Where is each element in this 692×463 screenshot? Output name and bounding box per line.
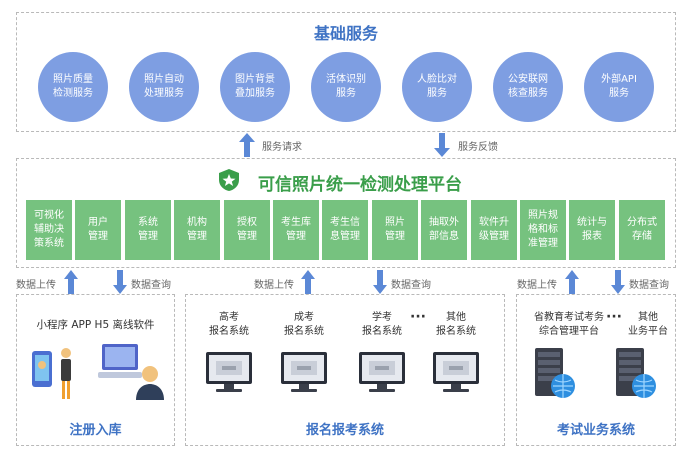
signup-ellipsis: ··· [410, 309, 426, 325]
service-circle: 照片自动 处理服务 [129, 52, 199, 122]
module-box: 抽取外 部信息 [421, 200, 467, 260]
module-box: 统计与 报表 [569, 200, 615, 260]
signup-system-label: 高考 报名系统 [209, 312, 249, 337]
register-upload-arrow [64, 270, 78, 294]
monitor-icon [279, 350, 329, 394]
server-icon [616, 348, 656, 398]
exam-upload-arrow [565, 270, 579, 294]
platform-panel [16, 158, 676, 268]
module-box: 考生信 息管理 [322, 200, 368, 260]
register-query-label: 数据查询 [131, 280, 171, 291]
signup-panel [185, 294, 505, 446]
register-panel [16, 294, 175, 446]
exam-upload-label: 数据上传 [517, 280, 557, 291]
signup-upload-label: 数据上传 [254, 280, 294, 291]
module-box: 用户 管理 [75, 200, 121, 260]
module-box: 照片规 格和标 准管理 [520, 200, 566, 260]
exam-system-2-label: 其他 业务平台 [628, 312, 668, 337]
exam-system-1-label: 省教育考试考务 综合管理平台 [534, 312, 604, 337]
monitor-icon [204, 350, 254, 394]
service-circle: 图片背景 叠加服务 [220, 52, 290, 122]
signup-upload-arrow [301, 270, 315, 294]
exam-title: 考试业务系统 [556, 423, 635, 438]
module-box: 照片 管理 [372, 200, 418, 260]
register-title: 注册入库 [69, 423, 122, 438]
service-feedback-arrow [434, 133, 450, 157]
phone-user-illustration [32, 348, 71, 399]
service-feedback-label: 服务反馈 [458, 142, 498, 153]
service-circle: 活体识别 服务 [311, 52, 381, 122]
monitor-icon [431, 350, 481, 394]
exam-query-label: 数据查询 [629, 280, 669, 291]
base-services-panel [16, 12, 676, 132]
server-icon [535, 348, 575, 398]
base-services-title: 基础服务 [313, 24, 378, 43]
signup-query-label: 数据查询 [391, 280, 431, 291]
register-upload-label: 数据上传 [16, 280, 56, 291]
service-request-label: 服务请求 [262, 142, 302, 153]
monitor-icon [357, 350, 407, 394]
service-circle: 公安联网 核查服务 [493, 52, 563, 122]
signup-system-label: 学考 报名系统 [362, 312, 402, 337]
exam-query-arrow [611, 270, 625, 294]
shield-icon [219, 169, 239, 191]
service-circle: 人脸比对 服务 [402, 52, 472, 122]
service-circle: 外部API 服务 [584, 52, 654, 122]
module-box: 可视化 辅助决 策系统 [26, 200, 72, 260]
service-request-arrow [239, 133, 255, 157]
signup-system-label: 其他 报名系统 [436, 312, 476, 337]
exam-panel [516, 294, 676, 446]
signup-query-arrow [373, 270, 387, 294]
module-box: 机构 管理 [174, 200, 220, 260]
module-box: 考生库 管理 [273, 200, 319, 260]
platform-title: 可信照片统一检测处理平台 [258, 175, 462, 195]
module-box: 授权 管理 [224, 200, 270, 260]
service-circle: 照片质量 检测服务 [38, 52, 108, 122]
module-box: 软件升 级管理 [471, 200, 517, 260]
computer-user-illustration [98, 344, 164, 400]
register-clients-label: 小程序 APP H5 离线软件 [36, 319, 155, 331]
module-box: 分布式 存储 [619, 200, 665, 260]
module-box: 系统 管理 [125, 200, 171, 260]
register-query-arrow [113, 270, 127, 294]
exam-ellipsis: ··· [606, 309, 622, 325]
signup-title: 报名报考系统 [305, 423, 384, 438]
signup-system-label: 成考 报名系统 [284, 312, 324, 337]
